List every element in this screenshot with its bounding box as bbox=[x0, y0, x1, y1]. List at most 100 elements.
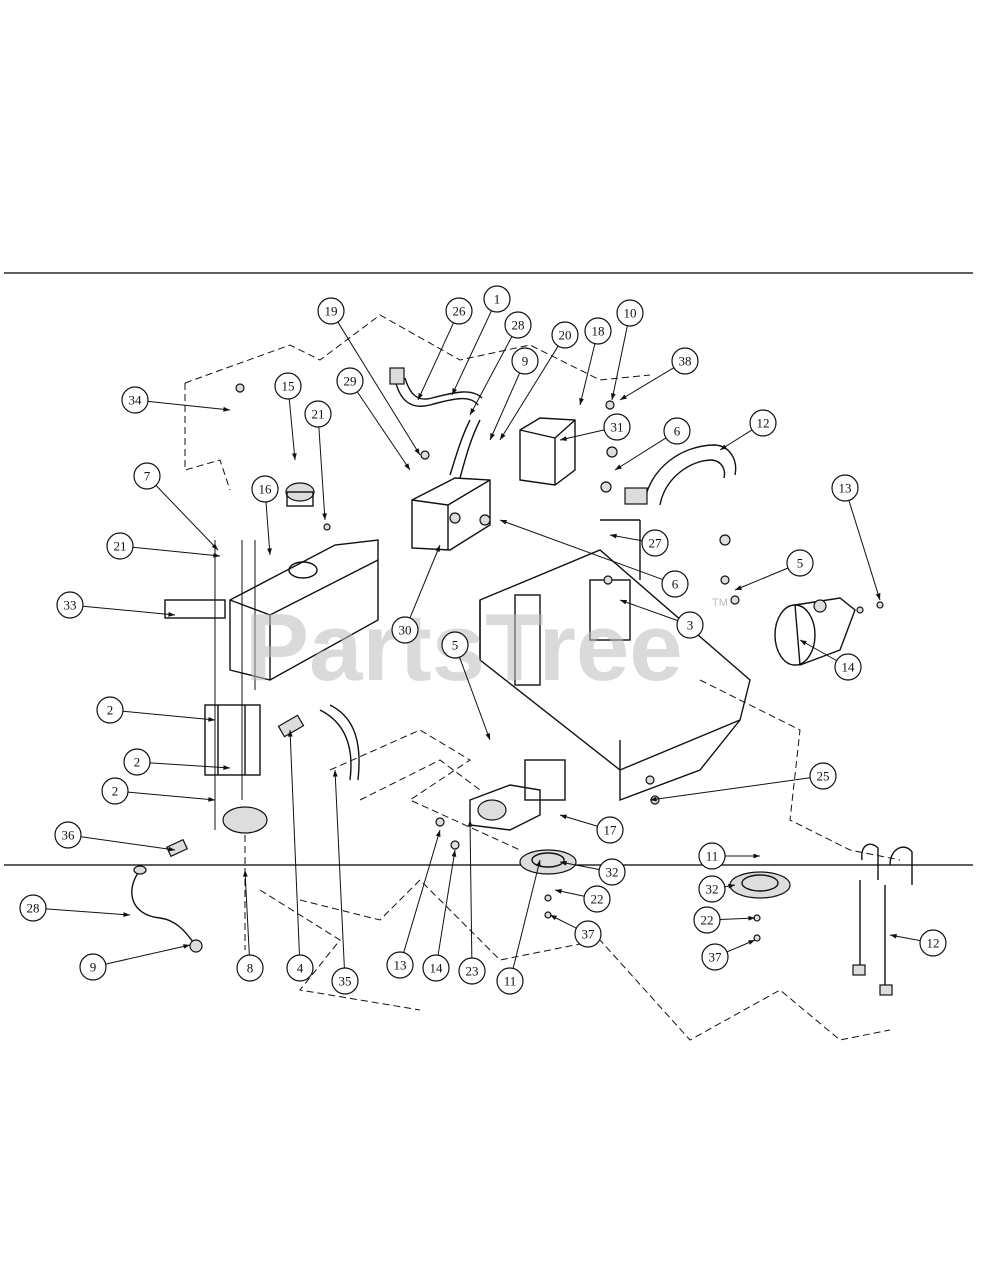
callout-leader bbox=[451, 310, 492, 396]
callout-label: 19 bbox=[325, 304, 338, 319]
callout-arrowhead bbox=[168, 611, 175, 617]
hydraulic-motor bbox=[774, 597, 856, 666]
callout-arrowhead bbox=[650, 796, 657, 802]
callout-balloon bbox=[96, 696, 124, 724]
callout-balloon bbox=[391, 616, 419, 644]
callout-leader bbox=[734, 567, 789, 591]
callout-balloon bbox=[676, 611, 704, 639]
callout-label: 13 bbox=[839, 481, 852, 496]
callout-arrowhead bbox=[555, 889, 562, 894]
callout-arrowhead bbox=[490, 433, 495, 440]
callout-leader bbox=[559, 861, 600, 871]
callout-arrowhead bbox=[579, 398, 584, 405]
callout-balloon bbox=[698, 842, 726, 870]
callout-balloon bbox=[786, 549, 814, 577]
callout-label: 15 bbox=[282, 379, 295, 394]
callout-balloon bbox=[56, 591, 84, 619]
callout-label: 11 bbox=[706, 849, 719, 864]
callout-leader bbox=[155, 485, 219, 551]
callout-arrowhead bbox=[213, 552, 220, 558]
callout-balloon bbox=[101, 777, 129, 805]
callout-label: 14 bbox=[842, 660, 856, 675]
callout-arrowhead bbox=[748, 915, 755, 921]
callout-label: 33 bbox=[64, 598, 77, 613]
callout-arrowhead bbox=[418, 393, 423, 400]
callout-label: 12 bbox=[927, 936, 940, 951]
callout-balloon bbox=[441, 631, 469, 659]
fitting-36 bbox=[165, 838, 189, 858]
callout-label: 36 bbox=[62, 828, 76, 843]
callout-arrowhead bbox=[470, 408, 476, 415]
callout-label: 32 bbox=[606, 865, 619, 880]
callout-leader bbox=[337, 321, 421, 456]
callout-balloon bbox=[693, 906, 721, 934]
callout-leader bbox=[489, 372, 521, 441]
callout-arrowhead bbox=[223, 406, 230, 412]
control-valve-block bbox=[411, 477, 491, 551]
callout-label: 31 bbox=[611, 420, 624, 435]
callout-arrowhead bbox=[560, 860, 567, 866]
callout-balloon bbox=[496, 967, 524, 995]
callout-arrowhead bbox=[800, 640, 807, 646]
mount-bolts bbox=[214, 540, 256, 830]
callout-balloon bbox=[583, 885, 611, 913]
callout-balloon bbox=[831, 474, 859, 502]
callout-arrowhead bbox=[536, 860, 541, 867]
callout-balloon bbox=[251, 475, 279, 503]
callout-label: 4 bbox=[297, 961, 304, 976]
callout-leader bbox=[417, 322, 455, 401]
callout-arrowhead bbox=[620, 394, 627, 400]
callout-leader bbox=[649, 777, 811, 801]
callout-balloon bbox=[596, 816, 624, 844]
callout-balloon bbox=[386, 951, 414, 979]
callout-label: 29 bbox=[344, 374, 357, 389]
callout-label: 3 bbox=[687, 618, 694, 633]
callout-arrowhead bbox=[451, 850, 457, 857]
callout-arrowhead bbox=[610, 533, 617, 539]
callout-balloon bbox=[504, 311, 532, 339]
callout-leader bbox=[403, 829, 441, 953]
reservoir bbox=[519, 417, 576, 486]
callout-arrowhead bbox=[610, 393, 616, 400]
callout-leader bbox=[289, 729, 300, 956]
small-fittings bbox=[235, 383, 884, 942]
callout-label: 23 bbox=[466, 964, 479, 979]
callout-arrowhead bbox=[735, 585, 742, 590]
callout-arrowhead bbox=[267, 548, 272, 555]
hydraulic-tank bbox=[164, 539, 379, 681]
callout-leader bbox=[265, 501, 271, 556]
callout-balloon bbox=[511, 347, 539, 375]
callout-arrowhead bbox=[435, 545, 440, 552]
callout-arrowhead bbox=[211, 543, 218, 550]
callout-label: 9 bbox=[90, 960, 97, 975]
callout-arrowhead bbox=[322, 513, 327, 520]
hydraulic-pump bbox=[469, 759, 566, 831]
callout-label: 10 bbox=[624, 306, 637, 321]
callout-label: 21 bbox=[114, 539, 127, 554]
callout-arrowhead bbox=[223, 765, 230, 770]
callout-label: 5 bbox=[452, 638, 459, 653]
callout-balloon bbox=[458, 957, 486, 985]
callout-arrowhead bbox=[728, 883, 735, 889]
callout-balloon bbox=[603, 413, 631, 441]
callout-arrowhead bbox=[560, 814, 567, 820]
callout-balloon bbox=[616, 299, 644, 327]
callout-leader bbox=[437, 849, 456, 956]
callout-arrowhead bbox=[748, 940, 755, 945]
callout-leader bbox=[611, 325, 628, 401]
callout-label: 9 bbox=[522, 354, 529, 369]
callout-label: 26 bbox=[453, 304, 467, 319]
pulley-left bbox=[519, 849, 577, 875]
callout-arrowhead bbox=[332, 770, 338, 777]
callout-balloon bbox=[331, 967, 359, 995]
callout-arrowhead bbox=[485, 733, 490, 740]
callout-label: 32 bbox=[706, 882, 719, 897]
callout-label: 27 bbox=[649, 536, 663, 551]
callout-balloon bbox=[919, 929, 947, 957]
hose-26 bbox=[389, 367, 483, 407]
callout-leader bbox=[409, 544, 441, 619]
callout-balloon bbox=[236, 954, 264, 982]
callout-balloon bbox=[121, 386, 149, 414]
callout-arrowhead bbox=[500, 520, 507, 525]
callout-balloon bbox=[584, 317, 612, 345]
